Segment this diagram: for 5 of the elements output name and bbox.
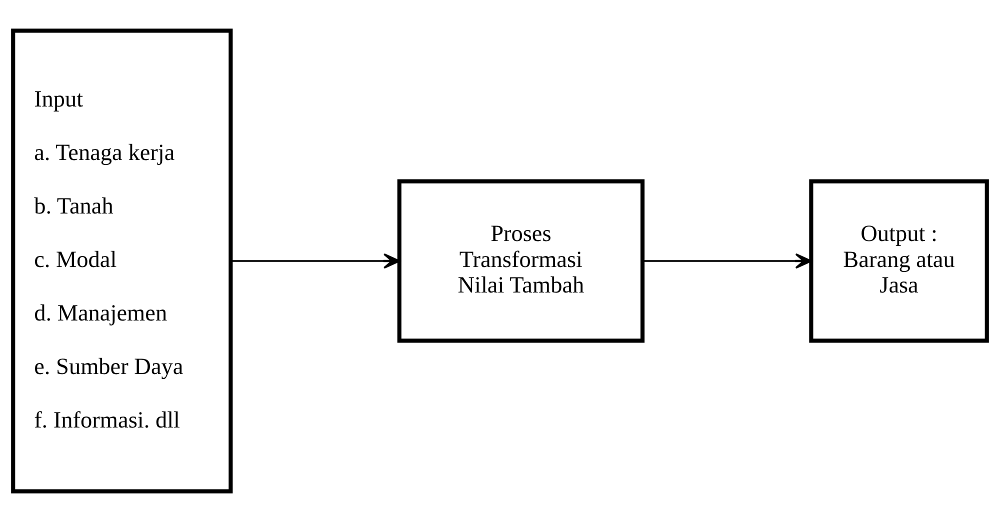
node-box: Input a. Tenaga kerja b. Tanah c. Modal d. Manajemen e. Sumber Daya f. Informasi. dll bbox=[11, 28, 233, 493]
node-box: Proses Transformasi Nilai Tambah bbox=[397, 178, 645, 342]
node-box: Output : Barang atau Jasa bbox=[809, 178, 989, 342]
arrow bbox=[642, 252, 812, 268]
arrow bbox=[230, 252, 400, 268]
